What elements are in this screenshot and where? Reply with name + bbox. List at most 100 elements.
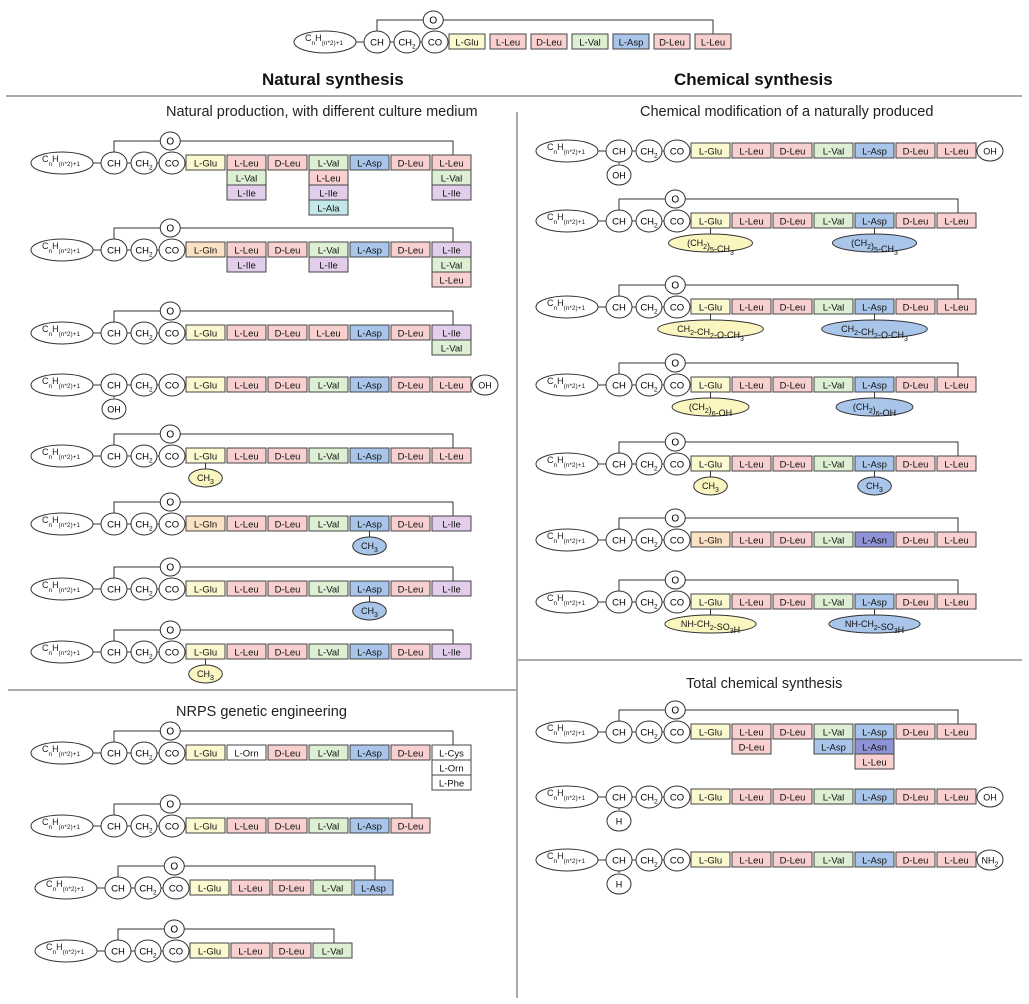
residue-l-leu [226, 376, 267, 393]
residue-label: L-Glu [699, 147, 722, 158]
residue-label: L-Val [823, 856, 844, 867]
residue-l-leu [226, 643, 267, 660]
residue-label: L-Asp [357, 452, 382, 463]
residue-label: D-Leu [903, 217, 929, 228]
residue-l-val [308, 580, 349, 597]
residue-l-leu [226, 515, 267, 532]
ch-substituent-label: OH [612, 171, 626, 181]
co-node-label: CO [165, 329, 179, 340]
residue-l-ile [431, 580, 472, 597]
residue-l-val [813, 376, 854, 393]
residue-label: D-Leu [279, 947, 305, 958]
ch-node-label: CH [111, 884, 125, 895]
substituent-nh-ch2-so3h [664, 614, 757, 634]
ch-node-label: CH [107, 452, 121, 463]
ch2-node-label: CH2 [640, 147, 658, 160]
ch2-node-label: CH2 [135, 329, 153, 342]
substituent-label: CH2-CH2-O-CH3 [841, 324, 908, 343]
residue-l-asn [854, 531, 895, 548]
residue-label: L-Asp [357, 246, 382, 257]
ch-node [104, 939, 132, 963]
fatty-acid-chain [30, 640, 94, 664]
oxygen-node [664, 700, 686, 720]
residue-l-leu [731, 531, 772, 548]
substituent-ch2-6-oh [671, 397, 750, 417]
residue-label: D-Leu [398, 329, 424, 340]
co-node-label: CO [165, 822, 179, 833]
residue-l-val [813, 142, 854, 159]
co-node [663, 139, 691, 163]
residue-label: L-Ile [442, 520, 460, 531]
fatty-acid-chain [535, 590, 599, 614]
co-node [663, 209, 691, 233]
residue-label: D-Leu [275, 585, 301, 596]
residue-label: L-Asp [862, 381, 887, 392]
residue-label: D-Leu [780, 147, 806, 158]
residue-label: D-Leu [398, 452, 424, 463]
residue-label: L-Leu [234, 159, 258, 170]
ch2-node-label: CH2 [139, 884, 157, 897]
variant-label: L-Ile [237, 189, 255, 200]
residue-label: L-Asp [357, 381, 382, 392]
variant-l-ile [226, 184, 267, 201]
variant-l-leu [854, 753, 895, 770]
lactone-bond [618, 709, 959, 725]
ch-node [100, 238, 128, 262]
residue-label: D-Leu [903, 536, 929, 547]
residue-label: L-Asp [862, 303, 887, 314]
residue-l-leu [936, 455, 977, 472]
oxygen-node [664, 189, 686, 209]
ch2-node [635, 785, 663, 809]
residue-label: L-Glu [194, 452, 217, 463]
lactone-bond [113, 140, 454, 156]
ch2-node [635, 209, 663, 233]
residue-label: D-Leu [903, 381, 929, 392]
co-node-label: CO [165, 159, 179, 170]
oxygen-node [159, 794, 181, 814]
fatty-acid-chain [535, 295, 599, 319]
ch2-node [130, 321, 158, 345]
substituent-ch3 [188, 468, 223, 488]
residue-l-glu [690, 851, 731, 868]
residue-l-val [813, 593, 854, 610]
oxygen-label: O [166, 430, 174, 441]
residue-l-asp [349, 643, 390, 660]
residue-label: L-Leu [316, 329, 340, 340]
residue-label: L-Val [823, 147, 844, 158]
residue-d-leu [267, 515, 308, 532]
residue-l-glu [185, 324, 226, 341]
oxygen-label: O [671, 195, 679, 206]
ch2-node [130, 238, 158, 262]
residue-l-glu [185, 154, 226, 171]
co-node [663, 848, 691, 872]
terminal-group [471, 374, 499, 396]
ch2-node [130, 741, 158, 765]
residue-l-val [813, 531, 854, 548]
ch-node-label: CH [111, 947, 125, 958]
residue-d-leu [267, 447, 308, 464]
ch-node-label: CH [612, 460, 626, 471]
residue-label: L-Asp [357, 520, 382, 531]
terminal-label: NH2 [982, 856, 999, 869]
ch-node [605, 528, 633, 552]
residue-label: L-Asp [357, 822, 382, 833]
fatty-acid-chain [30, 373, 94, 397]
residue-label: L-Asp [619, 38, 644, 49]
residue-label: L-Leu [234, 329, 258, 340]
fatty-acid-chain [535, 209, 599, 233]
variant-label: L-Asn [862, 743, 887, 754]
residue-l-leu [936, 531, 977, 548]
residue-label: D-Leu [903, 303, 929, 314]
co-node [158, 321, 186, 345]
oxygen-label: O [166, 563, 174, 574]
residue-l-leu [731, 851, 772, 868]
ch2-node-label: CH2 [135, 246, 153, 259]
residue-label: L-Val [318, 520, 339, 531]
variant-l-val [431, 339, 472, 356]
ch2-node [130, 640, 158, 664]
ch-node-label: CH [612, 728, 626, 739]
oxygen-label: O [166, 307, 174, 318]
residue-l-ile [431, 643, 472, 660]
